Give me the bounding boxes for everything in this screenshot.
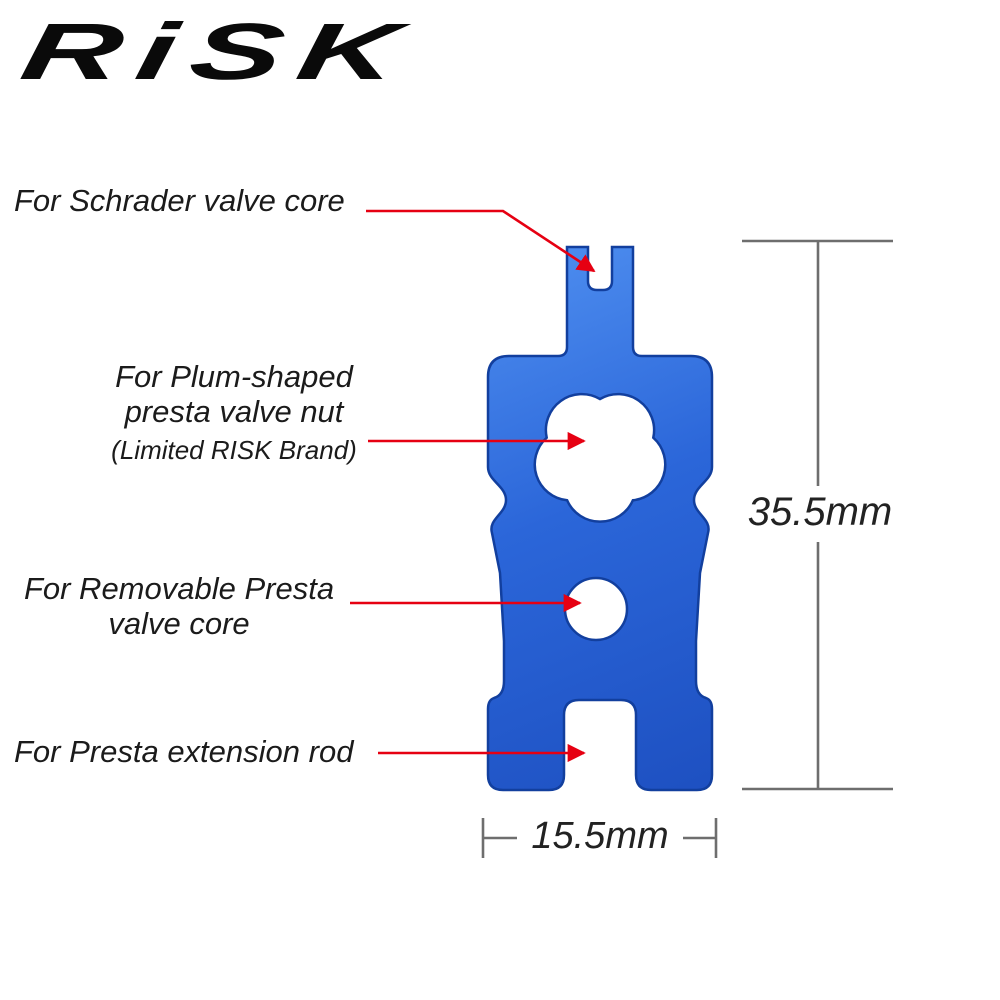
valve-tool-illustration (486, 245, 714, 792)
label-line-1: For Removable Presta (23, 571, 335, 606)
label-line-2: presta valve nut (124, 393, 344, 429)
label-note-limited-brand: (Limited RISK Brand) (111, 435, 357, 466)
label-presta-extension-rod: For Presta extension rod (14, 734, 354, 770)
label-text: For Presta extension rod (14, 734, 354, 769)
width-dimension-lines (481, 818, 718, 858)
dimension-height-value: 35.5mm (747, 490, 893, 534)
label-line-2: valve core (108, 605, 250, 641)
label-schrader-valve-core: For Schrader valve core (14, 183, 345, 219)
label-plum-valve-nut: For Plum-shaped presta valve nut (Limite… (95, 359, 373, 466)
dimension-width-value: 15.5mm (531, 815, 669, 857)
annotation-line-schrader (366, 209, 596, 273)
height-dimension-lines (742, 239, 893, 791)
label-line-1: For Plum-shaped (115, 359, 353, 394)
label-text: For Schrader valve core (14, 183, 345, 218)
label-removable-presta-core: For Removable Presta valve core (10, 571, 348, 641)
